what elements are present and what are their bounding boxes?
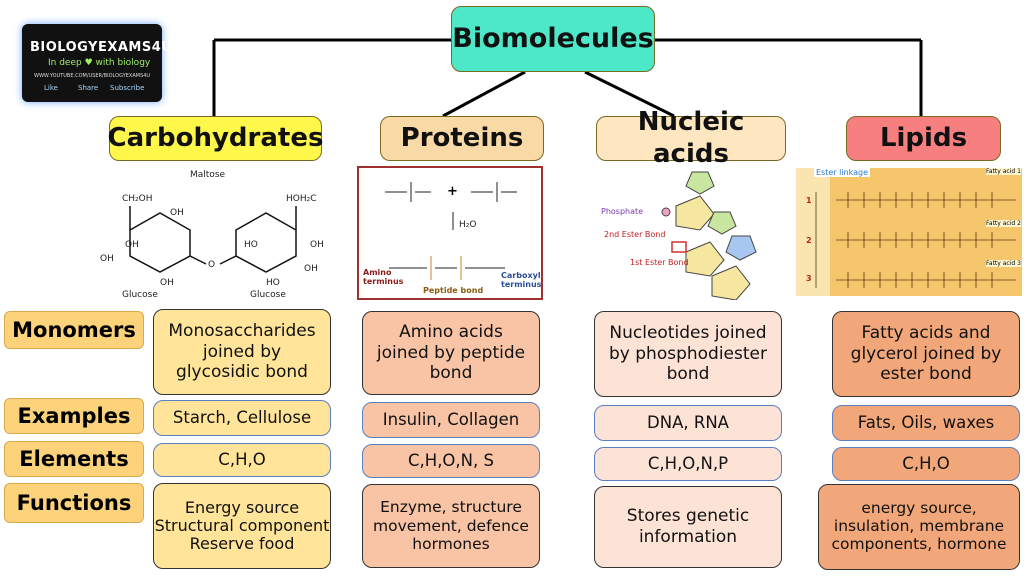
group-ch2oh: CH₂OH — [122, 194, 153, 204]
maltose-caption: Maltose — [190, 170, 226, 180]
group-bridge-o: O — [208, 260, 216, 270]
peptide-bond-label: Peptide bond — [423, 286, 484, 295]
fatty-acid-2-label: Fatty acid 2 — [986, 220, 1021, 227]
row-label-elements: Elements — [4, 441, 144, 477]
row-label-examples: Examples — [4, 398, 144, 434]
triglyceride-svg — [815, 192, 1016, 288]
maltose-structure: Maltose CH₂OH HOH₂C OH OH OH HO HO OH OH… — [90, 168, 338, 303]
logo-name: BIOLOGYEXAMS4U — [30, 40, 173, 55]
carbohydrates-examples: Starch, Cellulose — [153, 400, 331, 436]
proteins-elements: C,H,O,N, S — [362, 444, 540, 478]
ester-num-1: 1 — [806, 196, 812, 205]
label-glucose-right: Glucose — [250, 290, 286, 300]
nucleotide-svg — [661, 171, 757, 300]
first-ester-bond-label: 1st Ester Bond — [630, 258, 689, 267]
carboxyl-terminus-label: Carboxyl terminus — [501, 271, 542, 289]
root-biomolecules: Biomolecules — [451, 6, 655, 72]
nucleic-acids-functions: Stores genetic information — [594, 486, 782, 568]
ester-num-3: 3 — [806, 274, 812, 283]
group-oh-3: OH — [160, 278, 174, 288]
amino-terminus-label: Amino terminus — [363, 268, 404, 286]
line-to-nucleic-acids — [584, 70, 675, 118]
peptide-bond-diagram: + H₂O Amino terminus Carboxyl terminus P… — [357, 166, 543, 300]
glycerol-backbone — [796, 168, 830, 296]
peptide-svg — [385, 182, 517, 280]
group-ho-2: HO — [266, 278, 280, 288]
title-nucleic-acids: Nucleic acids — [596, 107, 786, 169]
carb-function-reserve: Reserve food — [189, 533, 295, 553]
logo-share[interactable]: Share — [78, 84, 99, 92]
nucleic-acid-diagram: Phosphate 2nd Ester Bond 1st Ester Bond — [596, 166, 786, 300]
phosphate-label: Phosphate — [601, 207, 644, 216]
carbohydrates-elements: C,H,O — [153, 443, 331, 477]
nucleic-acids-examples: DNA, RNA — [594, 405, 782, 441]
title-lipids: Lipids — [846, 116, 1001, 161]
logo-subscribe[interactable]: Subscribe — [110, 84, 145, 92]
logo-url: WWW.YOUTUBE.COM/USER/BIOLOGYEXAMS4U — [34, 73, 151, 79]
group-ho-1: HO — [244, 240, 258, 250]
second-ester-bond-label: 2nd Ester Bond — [604, 230, 666, 239]
group-hoh2c: HOH₂C — [286, 194, 317, 204]
logo: BIOLOGYEXAMS4U In deep ♥ with biology WW… — [22, 24, 172, 102]
group-oh-5: OH — [304, 264, 318, 274]
group-oh-4: OH — [310, 240, 324, 250]
triglyceride-diagram: Ester linkage Fatty acid 1 Fatty acid 2 … — [796, 168, 1022, 296]
fatty-acid-1-label: Fatty acid 1 — [986, 168, 1021, 175]
lipids-monomers: Fatty acids and glycerol joined by ester… — [832, 311, 1020, 397]
title-proteins: Proteins — [380, 116, 544, 161]
logo-like[interactable]: Like — [44, 84, 58, 92]
carb-function-energy: Energy source — [184, 498, 300, 518]
nucleic-acids-elements: C,H,O,N,P — [594, 447, 782, 481]
ester-linkage-label: Ester linkage — [814, 168, 871, 177]
carb-function-structural: Structural component — [154, 516, 330, 536]
lipids-elements: C,H,O — [832, 447, 1020, 481]
group-oh-1: OH — [100, 254, 114, 264]
nucleic-acids-monomers: Nucleotides joined by phosphodiester bon… — [594, 311, 782, 397]
ester-num-2: 2 — [806, 236, 812, 245]
row-label-functions: Functions — [4, 483, 144, 523]
lipids-functions: energy source, insulation, membrane comp… — [818, 484, 1020, 570]
group-oh-2: OH — [125, 240, 139, 250]
water-label: H₂O — [459, 220, 477, 230]
carbohydrates-monomers: Monosaccharides joined by glycosidic bon… — [153, 309, 331, 395]
title-carbohydrates: Carbohydrates — [108, 116, 323, 161]
row-label-monomers: Monomers — [4, 311, 144, 349]
proteins-functions: Enzyme, structure movement, defence horm… — [362, 484, 540, 568]
proteins-monomers: Amino acids joined by peptide bond — [362, 311, 540, 395]
lipids-examples: Fats, Oils, waxes — [832, 405, 1020, 441]
proteins-examples: Insulin, Collagen — [362, 402, 540, 438]
fatty-acid-3-label: Fatty acid 3 — [986, 260, 1021, 267]
line-to-proteins — [442, 70, 526, 118]
group-ring-o-1: OH — [170, 208, 184, 218]
maltose-svg — [129, 206, 297, 273]
plus-sign: + — [447, 184, 458, 199]
logo-tagline: In deep ♥ with biology — [48, 58, 151, 68]
label-glucose-left: Glucose — [122, 290, 158, 300]
carbohydrates-functions: Energy source Structural component Reser… — [153, 483, 331, 569]
